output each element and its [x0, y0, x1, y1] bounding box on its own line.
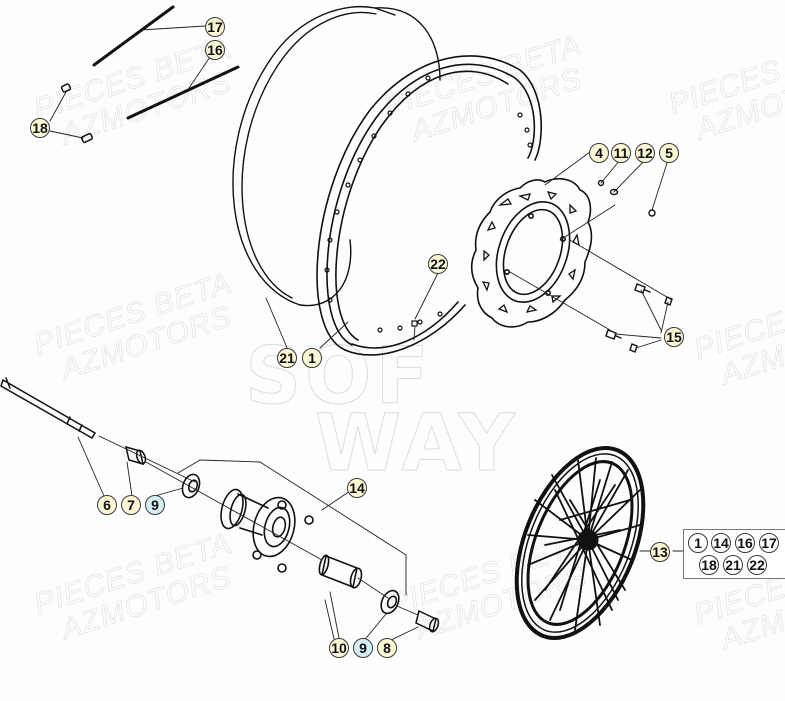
- callout-5[interactable]: 5: [659, 143, 679, 163]
- spacer-icon: [415, 609, 440, 633]
- callout-6[interactable]: 6: [97, 495, 117, 515]
- bearing-icon: [380, 589, 400, 615]
- callout-4[interactable]: 4: [589, 143, 609, 163]
- callout-17[interactable]: 17: [205, 17, 225, 37]
- inner-spacer-icon: [318, 554, 363, 589]
- callout-21[interactable]: 21: [277, 348, 297, 368]
- kit-item-18[interactable]: 18: [699, 555, 719, 575]
- kit-item-22[interactable]: 22: [747, 555, 767, 575]
- kit-item-21[interactable]: 21: [723, 555, 743, 575]
- kit-item-17[interactable]: 17: [759, 533, 779, 553]
- hub-icon: [220, 488, 314, 573]
- washer-icon: [597, 179, 619, 196]
- nut-icon: [648, 209, 656, 217]
- callout-13[interactable]: 13: [650, 542, 670, 562]
- kit-item-14[interactable]: 14: [711, 533, 731, 553]
- callout-16[interactable]: 16: [205, 40, 225, 60]
- callout-9-right[interactable]: 9: [353, 638, 373, 658]
- spacer-icon: [124, 445, 147, 466]
- callout-10[interactable]: 10: [329, 638, 349, 658]
- tire-icon: [232, 5, 441, 307]
- complete-wheel-icon: [514, 446, 646, 640]
- rim-icon: [316, 55, 543, 356]
- callout-11[interactable]: 11: [611, 143, 631, 163]
- callout-22[interactable]: 22: [428, 254, 448, 274]
- callout-12[interactable]: 12: [635, 143, 655, 163]
- callout-8[interactable]: 8: [377, 638, 397, 658]
- spoke-long-icon: [92, 5, 175, 67]
- kit-item-1[interactable]: 1: [688, 533, 708, 553]
- axle-icon: [0, 377, 97, 440]
- disc-screw-icon: [605, 283, 673, 353]
- brake-disc-icon: [470, 178, 593, 328]
- spoke-short-icon: [126, 65, 240, 120]
- kit-item-16[interactable]: 16: [735, 533, 755, 553]
- callout-18[interactable]: 18: [30, 118, 50, 138]
- kit-13-contents-box: 1 14 16 17 18 21 22: [683, 529, 785, 579]
- callout-1[interactable]: 1: [302, 348, 322, 368]
- callout-9-left[interactable]: 9: [145, 495, 165, 515]
- valve-nut-icon: [411, 320, 418, 327]
- callout-7[interactable]: 7: [121, 495, 141, 515]
- callout-15[interactable]: 15: [664, 327, 684, 347]
- callout-14[interactable]: 14: [347, 478, 367, 498]
- spoke-nipple-icon: [60, 83, 94, 144]
